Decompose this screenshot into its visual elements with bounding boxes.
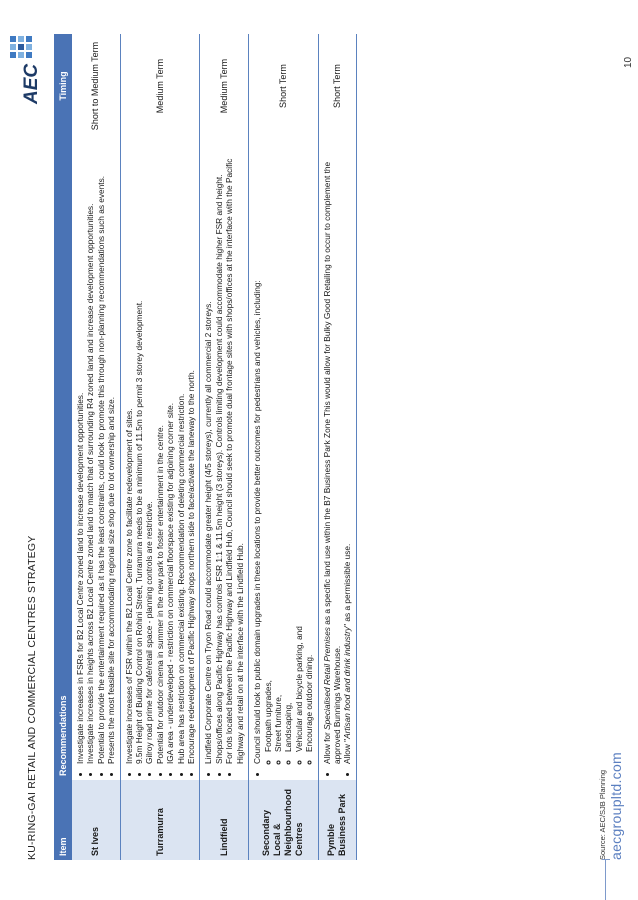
sub-item: Encourage outdoor dining. (304, 142, 314, 752)
aec-logo: AEC (5, 34, 49, 114)
item-cell: Secondary Local & Neighbourhood Centres (248, 780, 319, 860)
recommendations-cell: Allow for Specialised Retail Premises as… (318, 138, 357, 780)
sub-item: Vehicular and bicycle parking, and (294, 142, 304, 752)
recommendation-item: Shops/offices along Pacific Highway has … (214, 142, 224, 764)
recommendation-item: Lindfield Corporate Centre on Tryon Road… (203, 142, 213, 764)
document-title: KU-RING-GAI RETAIL AND COMMERCIAL CENTRE… (26, 535, 38, 860)
logo-mark-icon (10, 36, 32, 58)
recommendation-item: For lots located between the Pacific Hig… (224, 142, 245, 764)
sub-item: Street furniture, (273, 142, 283, 752)
recommendation-item: Allow for Specialised Retail Premises as… (322, 142, 343, 764)
timing-cell: Medium Term (199, 34, 249, 138)
sub-item: Footpath upgrades, (263, 142, 273, 752)
timing-cell: Short Term (318, 34, 357, 138)
recommendation-item: 9.5m Height of Building Control on Rohin… (134, 142, 144, 764)
rec-emphasis: Artisan food and drink industry (342, 626, 353, 739)
recommendation-item: Encourage redevelopment of Pacific Highw… (186, 142, 196, 764)
table-row: Lindfield Lindfield Corporate Centre on … (199, 34, 249, 860)
footer-divider (605, 860, 606, 900)
recommendation-item: Investigate increases in heights across … (85, 142, 95, 764)
rec-text: Allow for (321, 729, 332, 764)
strategy-table: Item Recommendations Timing St Ives Inve… (54, 34, 357, 860)
recommendations-cell: Lindfield Corporate Centre on Tryon Road… (199, 138, 249, 780)
page-number: 10 (623, 56, 634, 68)
logo-text: AEC (21, 63, 42, 104)
footer-url-link[interactable]: aecgroupltd.com (608, 751, 624, 860)
rec-text: " as a permissible use. (342, 543, 353, 627)
recommendation-item: IGA area - underdeveloped - restriction … (165, 142, 175, 764)
recommendation-item: Hub area has restriction on commercial e… (176, 142, 186, 764)
recommendation-item: Potential for outdoor cinema in summer i… (155, 142, 165, 764)
item-cell: Turramurra (120, 780, 200, 860)
column-header-item: Item (54, 780, 72, 860)
recommendation-item: Presents the most feasible site for acco… (106, 142, 116, 764)
sub-item: Landscaping, (283, 142, 293, 752)
recommendation-item: Council should look to public domain upg… (252, 142, 314, 764)
recommendation-item: Potential to provide the entertainment r… (96, 142, 106, 764)
table-row: Secondary Local & Neighbourhood Centres … (248, 34, 319, 860)
recommendation-item: Gilroy road prime for café/retail space … (144, 142, 154, 764)
rec-text: Allow " (342, 738, 353, 764)
timing-cell: Medium Term (120, 34, 200, 138)
rec-emphasis: Specialised Retail Premises (321, 627, 332, 730)
column-header-recommendations: Recommendations (54, 138, 72, 780)
column-header-timing: Timing (54, 34, 72, 138)
recommendations-cell: Council should look to public domain upg… (248, 138, 319, 780)
table-row: Pymble Business Park Allow for Specialis… (318, 34, 357, 860)
table-row: Turramurra Investigate increases of FSR … (120, 34, 200, 860)
recommendation-text: Council should look to public domain upg… (252, 280, 263, 764)
item-cell: Lindfield (199, 780, 249, 860)
item-cell: Pymble Business Park (318, 780, 357, 860)
timing-cell: Short Term (248, 34, 319, 138)
source-note: Source: AEC/SJB Planning (598, 769, 607, 860)
recommendations-cell: Investigate increases in FSRs for B2 Loc… (72, 138, 121, 780)
recommendation-item: Investigate increases in FSRs for B2 Loc… (75, 142, 85, 764)
recommendation-item: Investigate increases of FSR within the … (124, 142, 134, 764)
recommendations-cell: Investigate increases of FSR within the … (120, 138, 200, 780)
item-cell: St Ives (72, 780, 121, 860)
timing-cell: Short to Medium Term (72, 34, 121, 138)
recommendation-item: Allow "Artisan food and drink industry" … (342, 142, 352, 764)
table-header-row: Item Recommendations Timing (54, 34, 72, 860)
table-row: St Ives Investigate increases in FSRs fo… (72, 34, 121, 860)
